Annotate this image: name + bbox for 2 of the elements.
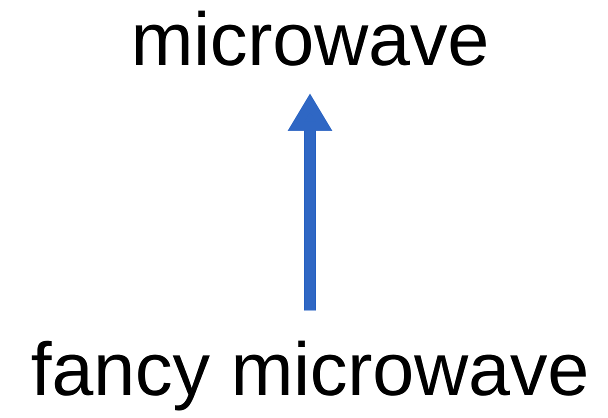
text-label: fancy microwave <box>32 340 586 411</box>
text-label: microwave <box>136 10 486 66</box>
